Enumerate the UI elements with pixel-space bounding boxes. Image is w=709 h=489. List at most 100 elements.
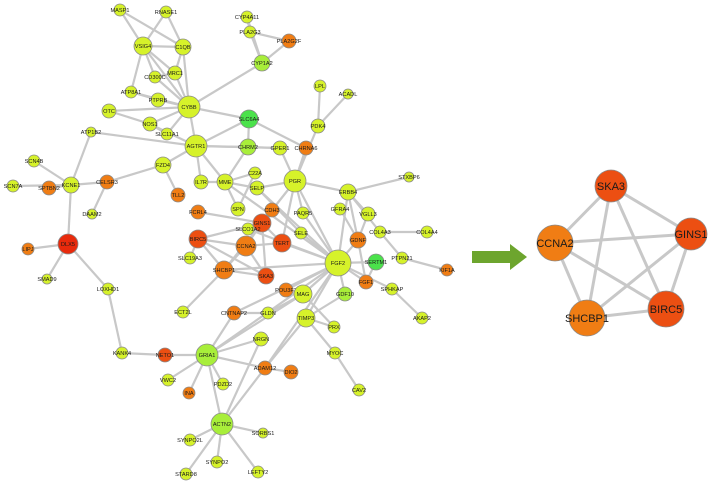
node-circle[interactable]	[113, 3, 127, 17]
node-dlx5[interactable]: DLX5	[57, 233, 79, 255]
node-shcbp1[interactable]: SHCBP1	[213, 260, 235, 280]
node-birc5[interactable]: BIRC5	[188, 229, 208, 249]
node-vgll3[interactable]: VGLL3	[359, 206, 377, 222]
node-circle[interactable]	[101, 282, 115, 296]
node-circle[interactable]	[249, 180, 265, 196]
node-chrna6[interactable]: CHRNA6	[294, 140, 318, 156]
node-fgf2[interactable]: FGF2	[324, 249, 352, 277]
node-adam12[interactable]: ADAM12	[254, 360, 276, 376]
node-circle[interactable]	[86, 208, 98, 220]
node-stxbp6[interactable]: STXBP6	[398, 171, 420, 183]
node-cntnap2[interactable]: CNTNAP2	[221, 305, 247, 321]
node-cdh3[interactable]: CDH3	[264, 202, 280, 218]
node-gdnf[interactable]: GDNF	[349, 231, 367, 249]
node-circle[interactable]	[339, 183, 357, 201]
node-circle[interactable]	[170, 187, 186, 203]
node-circle[interactable]	[264, 202, 280, 218]
node-dio2[interactable]: DIO2	[283, 364, 299, 380]
node-masp1[interactable]: MASP1	[111, 3, 130, 17]
node-pgr[interactable]: PGR	[283, 169, 307, 193]
node-circle[interactable]	[193, 174, 209, 190]
node-circle[interactable]	[440, 263, 454, 277]
node-circle[interactable]	[159, 5, 173, 19]
hub-node-shcbp1[interactable]: SHCBP1	[565, 299, 609, 337]
node-cd300c[interactable]: CD300C	[144, 70, 166, 84]
node-slc6a4[interactable]: SLC6A4	[239, 109, 260, 129]
node-circle[interactable]	[253, 331, 269, 347]
node-circle[interactable]	[313, 79, 327, 93]
node-circle[interactable]	[257, 267, 275, 285]
node-circle[interactable]	[62, 176, 80, 194]
node-c22a[interactable]: C22A	[248, 166, 262, 180]
node-circle[interactable]	[184, 134, 208, 158]
node-circle[interactable]	[243, 25, 257, 39]
node-circle[interactable]	[174, 38, 192, 56]
node-circle[interactable]	[210, 455, 224, 469]
node-circle[interactable]	[179, 467, 193, 481]
node-circle[interactable]	[324, 249, 352, 277]
node-circle[interactable]	[160, 127, 174, 141]
node-ccna2[interactable]: CCNA2	[235, 235, 257, 257]
node-stard8[interactable]: STARD8	[175, 467, 197, 481]
node-vsig4[interactable]: VSIG4	[133, 36, 153, 56]
node-circle[interactable]	[235, 235, 257, 257]
node-circle[interactable]	[241, 222, 255, 236]
node-circle[interactable]	[367, 253, 385, 271]
node-agtr1[interactable]: AGTR1	[184, 134, 208, 158]
node-circle[interactable]	[296, 206, 310, 220]
node-circle[interactable]	[157, 347, 173, 363]
node-gper1[interactable]: GPER1	[271, 140, 290, 156]
node-circle[interactable]	[210, 412, 234, 436]
node-circle[interactable]	[161, 373, 175, 387]
node-circle[interactable]	[536, 224, 574, 262]
node-loxhd1[interactable]: LOXHD1	[97, 282, 119, 296]
node-lefty2[interactable]: LEFTY2	[248, 465, 269, 479]
node-ina[interactable]: INA	[182, 386, 196, 400]
node-circle[interactable]	[403, 171, 415, 183]
node-circle[interactable]	[352, 383, 366, 397]
node-rnase1[interactable]: RNASE1	[155, 5, 177, 19]
node-c1qb[interactable]: C1QB	[174, 38, 192, 56]
node-circle[interactable]	[41, 273, 53, 285]
node-circle[interactable]	[188, 229, 208, 249]
node-circle[interactable]	[99, 174, 115, 190]
node-circle[interactable]	[216, 377, 230, 391]
node-timp3[interactable]: TIMP3	[296, 308, 316, 328]
node-circle[interactable]	[183, 433, 197, 447]
node-slco1a2[interactable]: SLCO1A2	[235, 222, 261, 236]
node-smad9[interactable]: SMAD9	[37, 273, 57, 285]
node-circle[interactable]	[248, 166, 262, 180]
node-vwc2[interactable]: VWC2	[160, 373, 176, 387]
node-circle[interactable]	[177, 95, 201, 119]
node-akap2[interactable]: AKAP2	[413, 311, 431, 325]
node-gldn[interactable]: GLDN	[260, 306, 276, 320]
node-circle[interactable]	[57, 233, 79, 255]
hub-node-gins1[interactable]: GINS1	[674, 217, 708, 251]
node-il7r[interactable]: IL7R	[193, 174, 209, 190]
node-circle[interactable]	[85, 126, 97, 138]
node-circle[interactable]	[142, 116, 158, 132]
hub-node-ccna2[interactable]: CCNA2	[536, 224, 574, 262]
node-circle[interactable]	[283, 169, 307, 193]
node-fgf1[interactable]: FGF1	[358, 274, 374, 290]
node-cyp4a11[interactable]: CYP4A11	[235, 10, 259, 24]
node-lipj[interactable]: LIPJ	[21, 242, 35, 256]
node-cybb[interactable]: CYBB	[177, 95, 201, 119]
node-circle[interactable]	[395, 251, 409, 265]
node-daam2[interactable]: DAAM2	[82, 208, 102, 220]
node-mag[interactable]: MAG	[293, 284, 313, 304]
node-ptpn21[interactable]: PTPN21	[391, 251, 413, 265]
node-circle[interactable]	[252, 213, 272, 233]
node-atp1b2[interactable]: ATP1B2	[81, 126, 101, 138]
node-kif1a[interactable]: KIF1A	[439, 263, 455, 277]
node-mrc1[interactable]: MRC1	[167, 65, 183, 81]
node-col4a3[interactable]: COL4A3	[369, 225, 391, 239]
node-circle[interactable]	[373, 225, 387, 239]
node-circle[interactable]	[674, 217, 708, 251]
node-circle[interactable]	[568, 299, 606, 337]
node-cav2[interactable]: CAV2	[352, 383, 366, 397]
node-erbb4[interactable]: ERBB4	[339, 183, 357, 201]
node-sptbn2[interactable]: SPTBN2	[38, 180, 60, 196]
node-acadl[interactable]: ACADL	[339, 88, 358, 100]
node-circle[interactable]	[6, 179, 20, 193]
